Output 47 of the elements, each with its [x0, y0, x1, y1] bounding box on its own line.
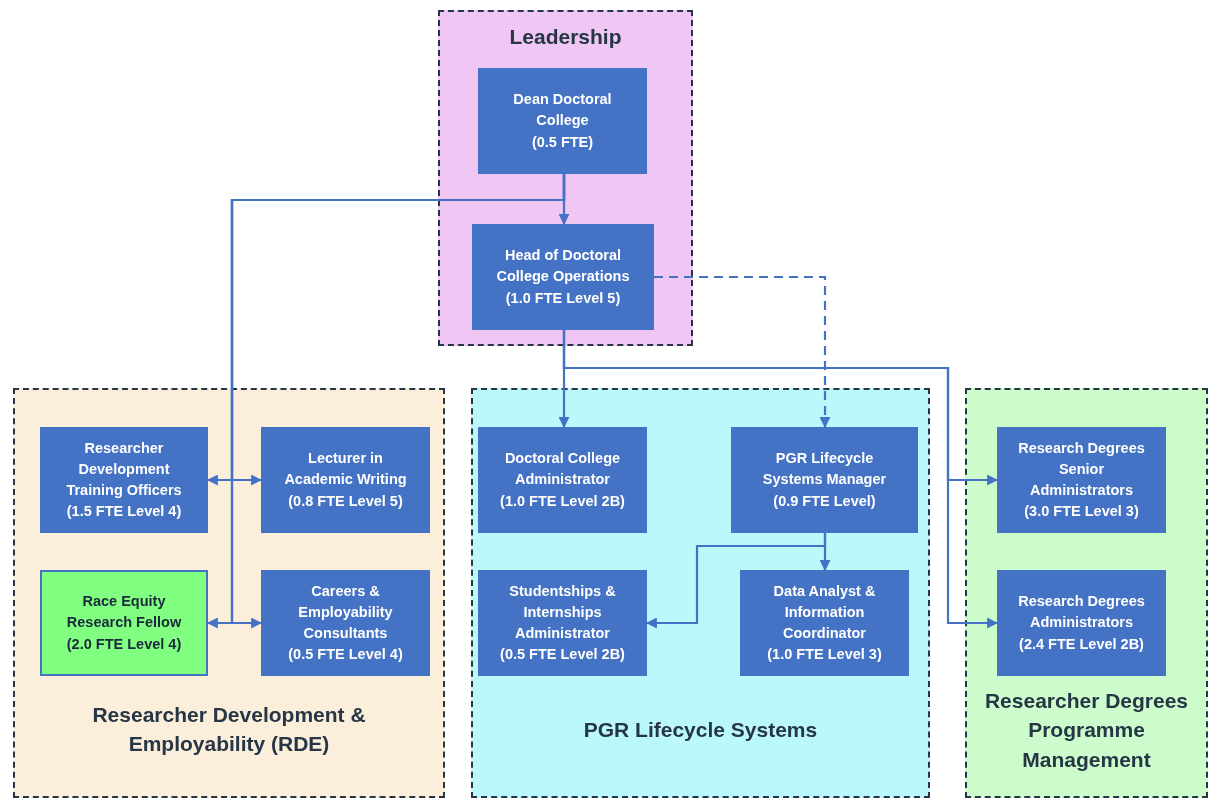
- role-text: Lecturer in Academic Writing: [283, 449, 408, 490]
- role-text: (0.5 FTE Level 4): [288, 645, 403, 664]
- role-box: [740, 570, 909, 676]
- role-box: [261, 427, 430, 533]
- group-panel: [965, 388, 1208, 798]
- role-text: Race Equity Research Fellow: [65, 592, 183, 633]
- role-box: [478, 570, 647, 676]
- role-text: (0.8 FTE Level 5): [288, 491, 403, 511]
- role-box: [731, 427, 918, 533]
- role-text: PGR Lifecycle Systems Manager: [761, 449, 888, 490]
- role-box: [261, 570, 430, 676]
- role-text: (1.0 FTE Level 5): [505, 288, 621, 308]
- role-text: (1.0 FTE Level 2B): [500, 491, 625, 511]
- role-text: Dean Doctoral College: [512, 90, 613, 131]
- role-text: Research Degrees Administrators: [1017, 592, 1146, 633]
- group-title: Researcher Degrees Programme Management: [983, 688, 1190, 773]
- role-text: (3.0 FTE Level 3): [1024, 502, 1139, 521]
- role-box: [40, 570, 208, 676]
- group-panel: [438, 10, 693, 346]
- role-box: [472, 224, 654, 330]
- role-text: Studentships & Internships Administrator: [508, 581, 617, 643]
- group-title: Researcher Development & Employability (RDE): [91, 702, 367, 758]
- role-text: (1.0 FTE Level 3): [767, 645, 882, 664]
- role-text: Doctoral College Administrator: [503, 449, 622, 490]
- group-title: PGR Lifecycle Systems: [582, 717, 819, 743]
- role-text: Data Analyst & Information Coordinator: [772, 581, 877, 643]
- role-box: [478, 427, 647, 533]
- group-panel: [13, 388, 445, 798]
- role-text: (0.5 FTE Level 2B): [500, 645, 625, 664]
- role-text: Research Degrees Senior Administrators: [1017, 438, 1146, 500]
- group-panel: [471, 388, 930, 798]
- role-text: (0.9 FTE Level): [773, 491, 876, 511]
- role-box: [997, 427, 1166, 533]
- role-text: (1.5 FTE Level 4): [66, 502, 182, 521]
- role-text: Researcher Development Training Officers: [65, 438, 183, 500]
- role-text: (0.5 FTE): [531, 132, 594, 152]
- role-box: [478, 68, 647, 174]
- role-text: (2.0 FTE Level 4): [66, 634, 182, 654]
- role-box: [997, 570, 1166, 676]
- role-box: [40, 427, 208, 533]
- role-text: (2.4 FTE Level 2B): [1019, 634, 1144, 654]
- role-text: Careers & Employability Consultants: [297, 581, 394, 643]
- connector: [562, 330, 999, 629]
- connector: [645, 533, 827, 629]
- role-text: Head of Doctoral College Operations: [495, 246, 631, 287]
- group-title: Leadership: [508, 24, 623, 50]
- dashed-connector: [654, 275, 831, 429]
